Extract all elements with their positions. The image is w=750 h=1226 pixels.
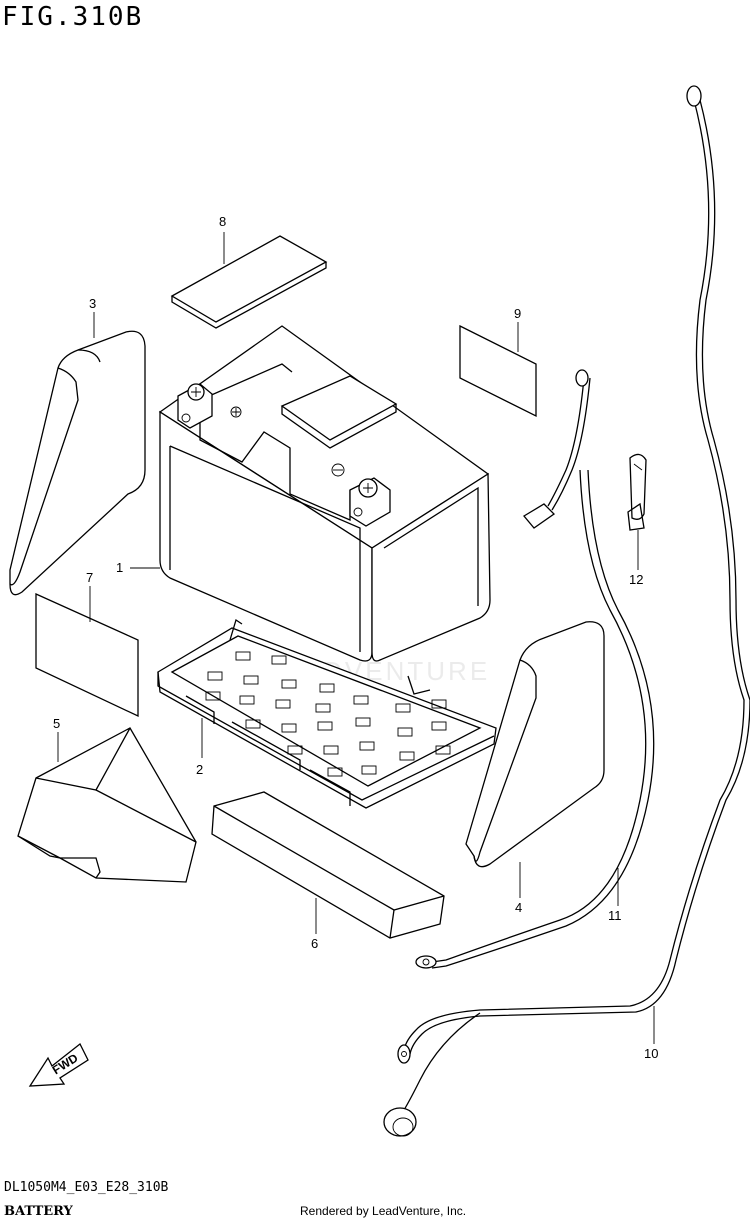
callout-1: 1 — [116, 560, 123, 575]
callout-3: 3 — [89, 296, 96, 311]
part-6-pad[interactable] — [211, 791, 445, 939]
diagram-code: DL1050M4_E03_E28_310B — [4, 1180, 169, 1195]
rendered-by: Rendered by LeadVenture, Inc. — [300, 1204, 467, 1218]
part-2-tray[interactable] — [157, 618, 497, 809]
callout-11: 11 — [608, 908, 622, 923]
part-4-pad[interactable] — [465, 621, 605, 868]
part-5-pad[interactable] — [17, 727, 197, 883]
callout-6: 6 — [311, 936, 318, 951]
fwd-arrow: FWD — [28, 1042, 89, 1087]
part-1-battery[interactable] — [158, 325, 491, 662]
callout-7: 7 — [86, 570, 93, 585]
callout-4: 4 — [515, 900, 522, 915]
leader-lines — [57, 232, 655, 1044]
callout-8: 8 — [219, 214, 226, 229]
part-8-label-sheet[interactable] — [170, 235, 328, 329]
part-11-cable[interactable] — [415, 369, 655, 969]
callout-5: 5 — [53, 716, 60, 731]
part-12-clamp[interactable] — [627, 453, 647, 531]
callouts: 1 2 3 4 5 6 7 8 9 10 11 12 — [53, 214, 658, 1061]
callout-2: 2 — [196, 762, 203, 777]
part-9-label[interactable] — [459, 324, 537, 418]
tray-slots — [205, 651, 451, 777]
figure-title: FIG.310B — [2, 2, 144, 32]
part-7-label[interactable] — [35, 592, 139, 718]
callout-12: 12 — [629, 572, 643, 587]
callout-10: 10 — [644, 1046, 658, 1061]
section-caption: BATTERY — [4, 1204, 73, 1219]
part-3-pad[interactable] — [9, 330, 146, 596]
callout-9: 9 — [514, 306, 521, 321]
